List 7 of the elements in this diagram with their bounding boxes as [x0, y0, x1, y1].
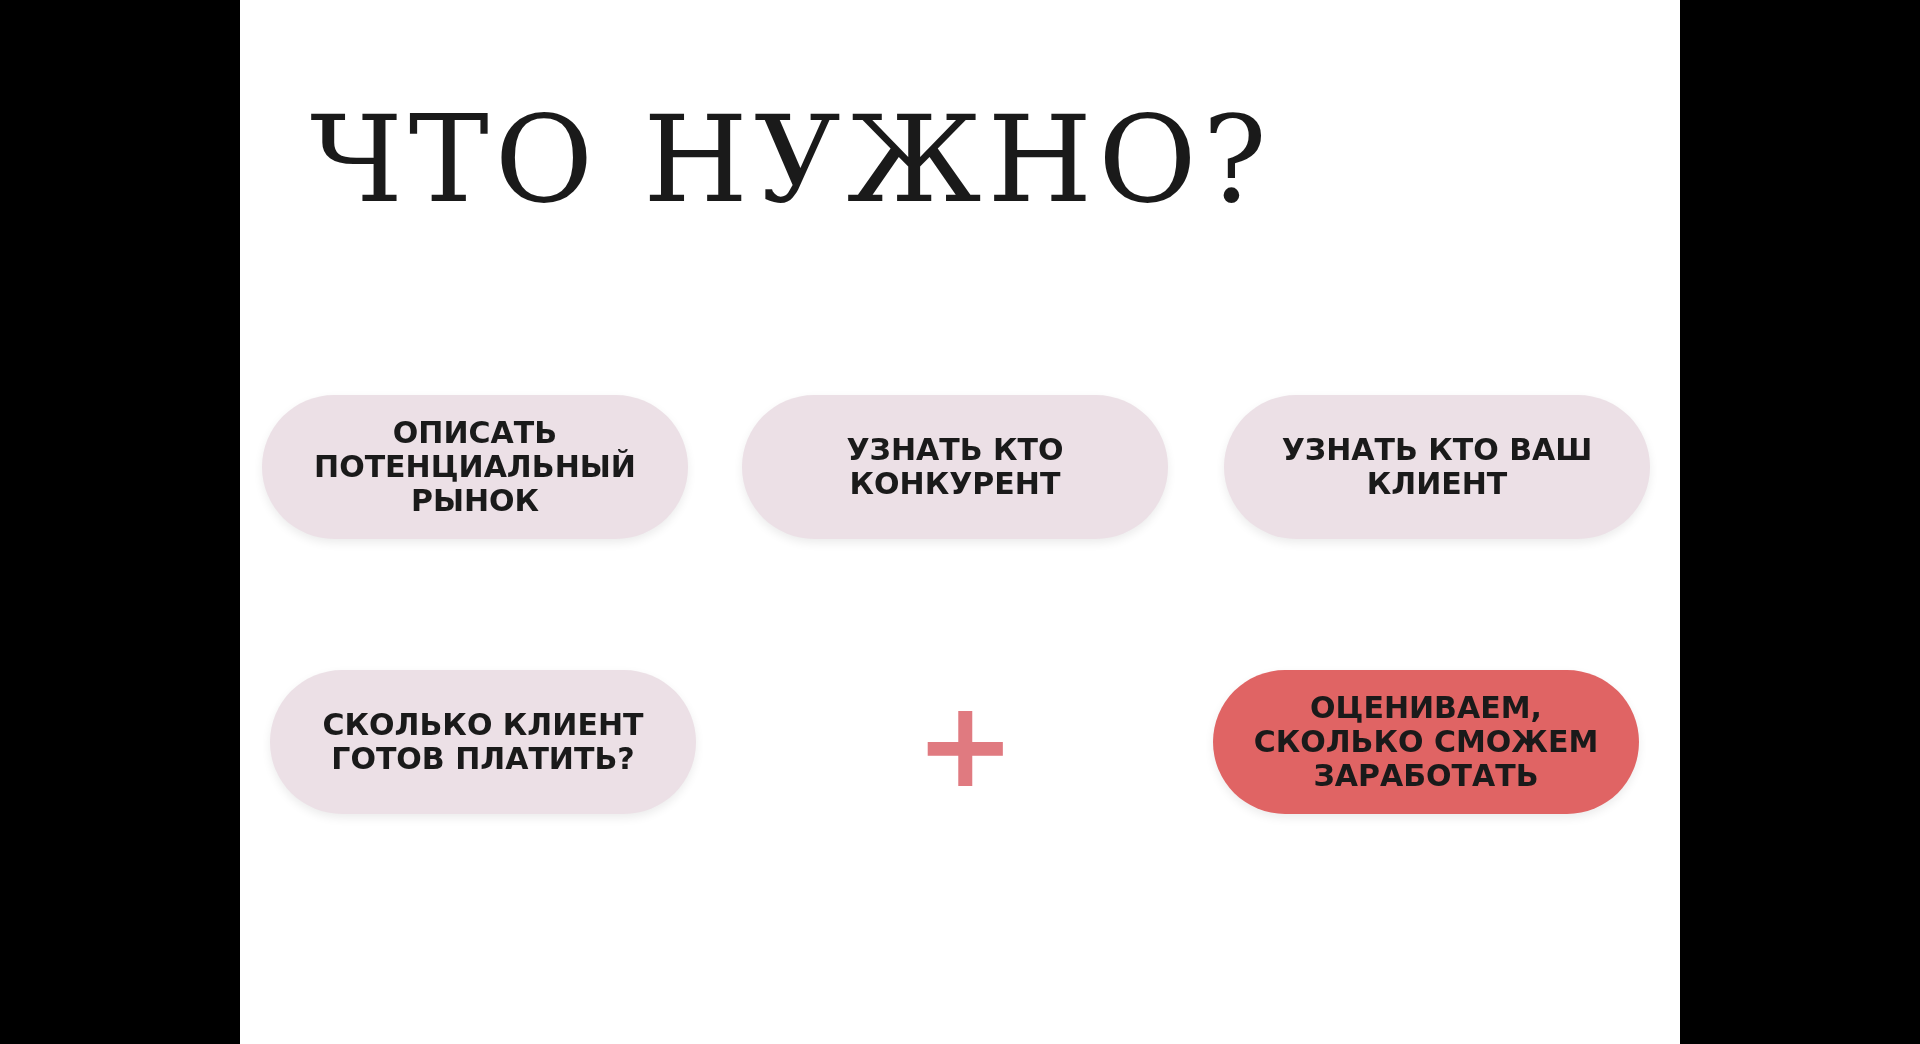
pill-text: ОПИСАТЬ ПОТЕНЦИАЛЬНЫЙ РЫНОК	[313, 416, 637, 518]
pill-text: ОЦЕНИВАЕМ, СКОЛЬКО СМОЖЕМ ЗАРАБОТАТЬ	[1252, 691, 1600, 793]
plus-sign: +	[915, 680, 1016, 810]
pill-text: СКОЛЬКО КЛИЕНТ ГОТОВ ПЛАТИТЬ?	[321, 708, 645, 776]
pill-text: УЗНАТЬ КТО КОНКУРЕНТ	[845, 433, 1065, 501]
slide-title: ЧТО НУЖНО?	[310, 90, 1273, 229]
pill-text: УЗНАТЬ КТО ВАШ КЛИЕНТ	[1280, 433, 1594, 501]
